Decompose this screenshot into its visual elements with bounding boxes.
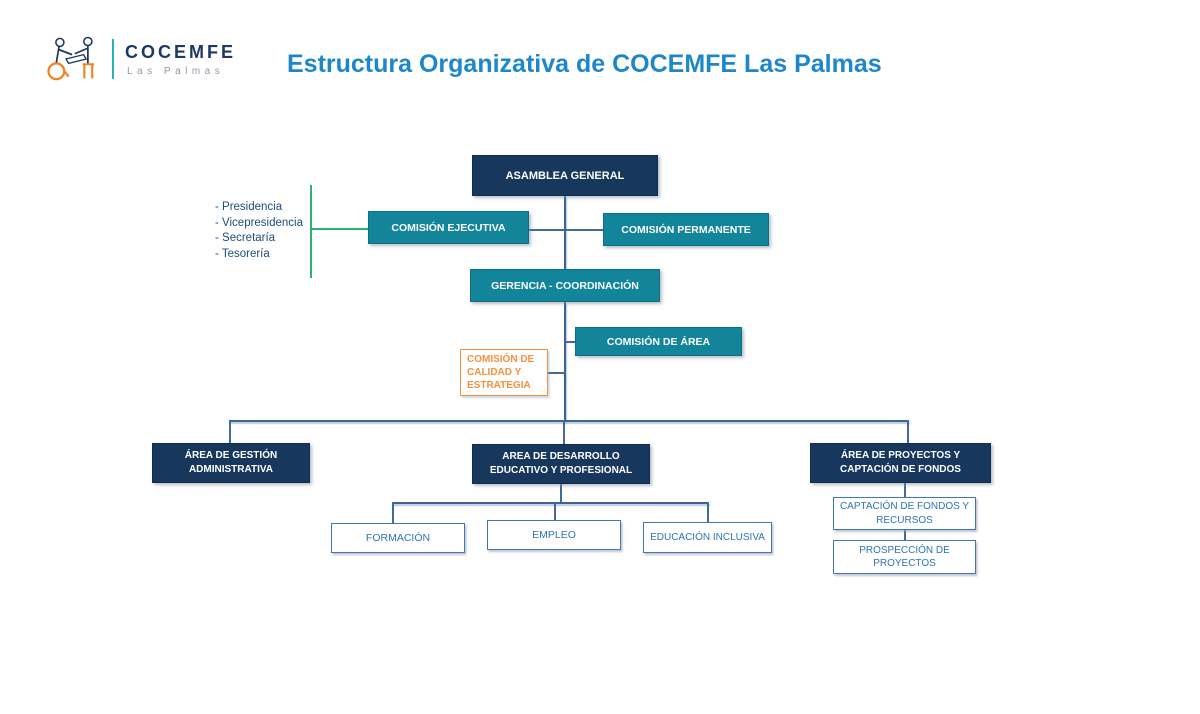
- org-node-comision-ejecutiva: COMISIÓN EJECUTIVA: [368, 211, 529, 244]
- bracket-line-horizontal: [310, 228, 368, 230]
- connector-drop-empleo: [554, 502, 556, 520]
- org-node-asamblea-general: ASAMBLEA GENERAL: [472, 155, 658, 196]
- connector-asamblea-gerencia: [564, 196, 566, 269]
- connector-drop-desarrollo: [563, 420, 565, 444]
- org-node-prospeccion-proyectos: PROSPECCIÓN DE PROYECTOS: [833, 540, 976, 574]
- brand-name: COCEMFE: [125, 41, 236, 62]
- cocemfe-people-icon: [47, 36, 94, 81]
- board-role-tesoreria: - Tesorería: [215, 247, 270, 260]
- connector-desarrollo-trunk: [560, 484, 562, 503]
- org-node-captacion-fondos: CAPTACIÓN DE FONDOS Y RECURSOS: [833, 497, 976, 530]
- bracket-line-vertical: [310, 185, 312, 278]
- board-role-secretaria: - Secretaría: [215, 232, 276, 244]
- brand-text: COCEMFE Las Palmas: [125, 42, 236, 77]
- connector-calidad-stub: [548, 372, 565, 374]
- connector-programs-distributor: [392, 502, 709, 504]
- org-node-educacion-inclusiva: EDUCACIÓN INCLUSIVA: [643, 522, 772, 553]
- connector-drop-proyectos: [907, 420, 909, 443]
- connector-drop-educacion: [707, 502, 709, 522]
- org-node-area-desarrollo-educativo: AREA DE DESARROLLO EDUCATIVO Y PROFESION…: [472, 444, 650, 484]
- board-role-vicepresidencia: - Vicepresidencia: [215, 216, 304, 229]
- connector-drop-formacion: [392, 502, 394, 523]
- connector-proyectos-captacion: [904, 483, 906, 497]
- connector-areas-distributor: [229, 420, 909, 422]
- connector-ejecutiva-permanente: [529, 229, 603, 231]
- board-roles-list: - Presidencia - Vicepresidencia - Secret…: [215, 200, 303, 262]
- board-role-presidencia: - Presidencia: [215, 201, 283, 213]
- connector-gerencia-trunk: [564, 302, 566, 421]
- org-node-empleo: EMPLEO: [487, 520, 621, 550]
- org-node-comision-de-area: COMISIÓN DE ÁREA: [575, 327, 742, 356]
- org-node-comision-calidad-estrategia: COMISIÓN DE CALIDAD Y ESTRATEGIA: [460, 349, 548, 396]
- org-node-comision-permanente: COMISIÓN PERMANENTE: [603, 213, 769, 246]
- connector-captacion-prospeccion: [904, 530, 906, 540]
- connector-comision-area-stub: [564, 341, 577, 343]
- page-title: Estructura Organizativa de COCEMFE Las P…: [287, 50, 882, 78]
- logo-divider: [112, 39, 114, 79]
- org-node-area-proyectos-captacion: ÁREA DE PROYECTOS Y CAPTACIÓN DE FONDOS: [810, 443, 991, 483]
- brand-subtitle: Las Palmas: [127, 65, 225, 77]
- org-node-gerencia-coordinacion: GERENCIA - COORDINACIÓN: [470, 269, 660, 302]
- org-node-area-gestion-administrativa: ÁREA DE GESTIÓN ADMINISTRATIVA: [152, 443, 310, 483]
- connector-drop-gestion: [229, 420, 231, 443]
- cocemfe-logo: COCEMFE Las Palmas: [45, 34, 236, 84]
- org-node-formacion: FORMACIÓN: [331, 523, 465, 553]
